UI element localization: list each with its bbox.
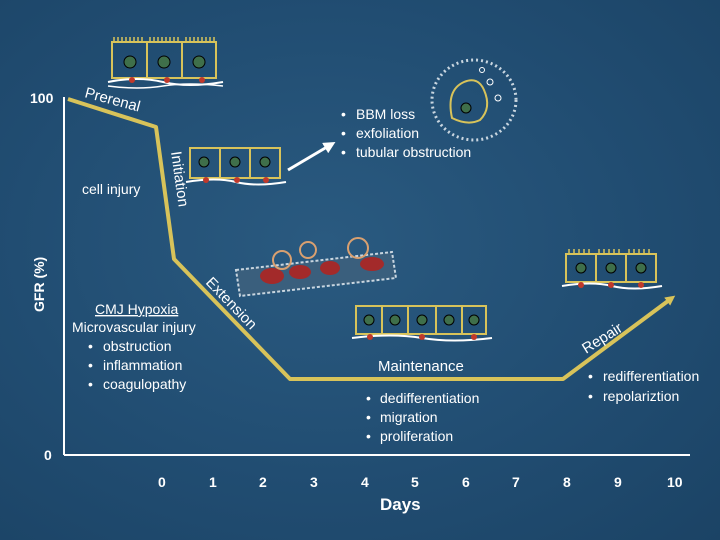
list-bullet: • [341, 144, 346, 160]
list-item: inflammation [103, 357, 182, 373]
x-tick: 3 [310, 474, 318, 490]
phase-label-maintenance: Maintenance [378, 358, 464, 375]
list-bullet: • [588, 388, 593, 404]
list-bullet: • [88, 338, 93, 354]
initiation-cells-illustration [186, 148, 286, 185]
list-bullet: • [88, 376, 93, 392]
healthy-cells-illustration [108, 37, 223, 88]
cmj-subtitle: Microvascular injury [72, 319, 196, 335]
repair-list: • redifferentiation • repolariztion [588, 368, 699, 404]
repaired-cells-illustration [562, 249, 662, 289]
list-item: dedifferentiation [380, 390, 479, 406]
list-item: obstruction [103, 338, 171, 354]
y-tick-100: 100 [30, 90, 54, 106]
cmj-title: CMJ Hypoxia [95, 301, 178, 317]
x-tick: 7 [512, 474, 520, 490]
cell-injury-label: cell injury [82, 181, 140, 197]
y-tick-0: 0 [44, 447, 52, 463]
x-tick: 9 [614, 474, 622, 490]
cmj-block: CMJ Hypoxia Microvascular injury • obstr… [72, 301, 196, 392]
list-item: proliferation [380, 428, 453, 444]
x-tick: 2 [259, 474, 267, 490]
list-item: redifferentiation [603, 368, 699, 384]
list-item: repolariztion [603, 388, 679, 404]
list-bullet: • [341, 125, 346, 141]
x-tick: 8 [563, 474, 571, 490]
list-item: tubular obstruction [356, 144, 471, 160]
list-bullet: • [366, 390, 371, 406]
maintenance-cells-illustration [352, 306, 492, 341]
list-item: BBM loss [356, 106, 415, 122]
exfoliated-cell-illustration [432, 60, 516, 140]
x-ticks: 0 1 2 3 4 5 6 7 8 9 10 [158, 474, 683, 490]
pointer-arrow [288, 144, 332, 170]
x-tick: 4 [361, 474, 369, 490]
list-item: exfoliation [356, 125, 419, 141]
vessel-illustration [236, 238, 396, 296]
list-bullet: • [341, 106, 346, 122]
x-tick: 5 [411, 474, 419, 490]
list-bullet: • [88, 357, 93, 373]
phase-label-prerenal: Prerenal [83, 84, 142, 115]
x-tick: 6 [462, 474, 470, 490]
list-bullet: • [366, 409, 371, 425]
x-tick: 10 [667, 474, 683, 490]
list-bullet: • [588, 368, 593, 384]
list-item: coagulopathy [103, 376, 186, 392]
x-tick: 0 [158, 474, 166, 490]
list-item: migration [380, 409, 438, 425]
x-tick: 1 [209, 474, 217, 490]
y-axis-label: GFR (%) [31, 257, 47, 312]
maintenance-list: • dedifferentiation • migration • prolif… [366, 390, 479, 444]
list-bullet: • [366, 428, 371, 444]
phase-label-initiation: Initiation [167, 150, 192, 208]
x-axis-label: Days [380, 495, 421, 514]
